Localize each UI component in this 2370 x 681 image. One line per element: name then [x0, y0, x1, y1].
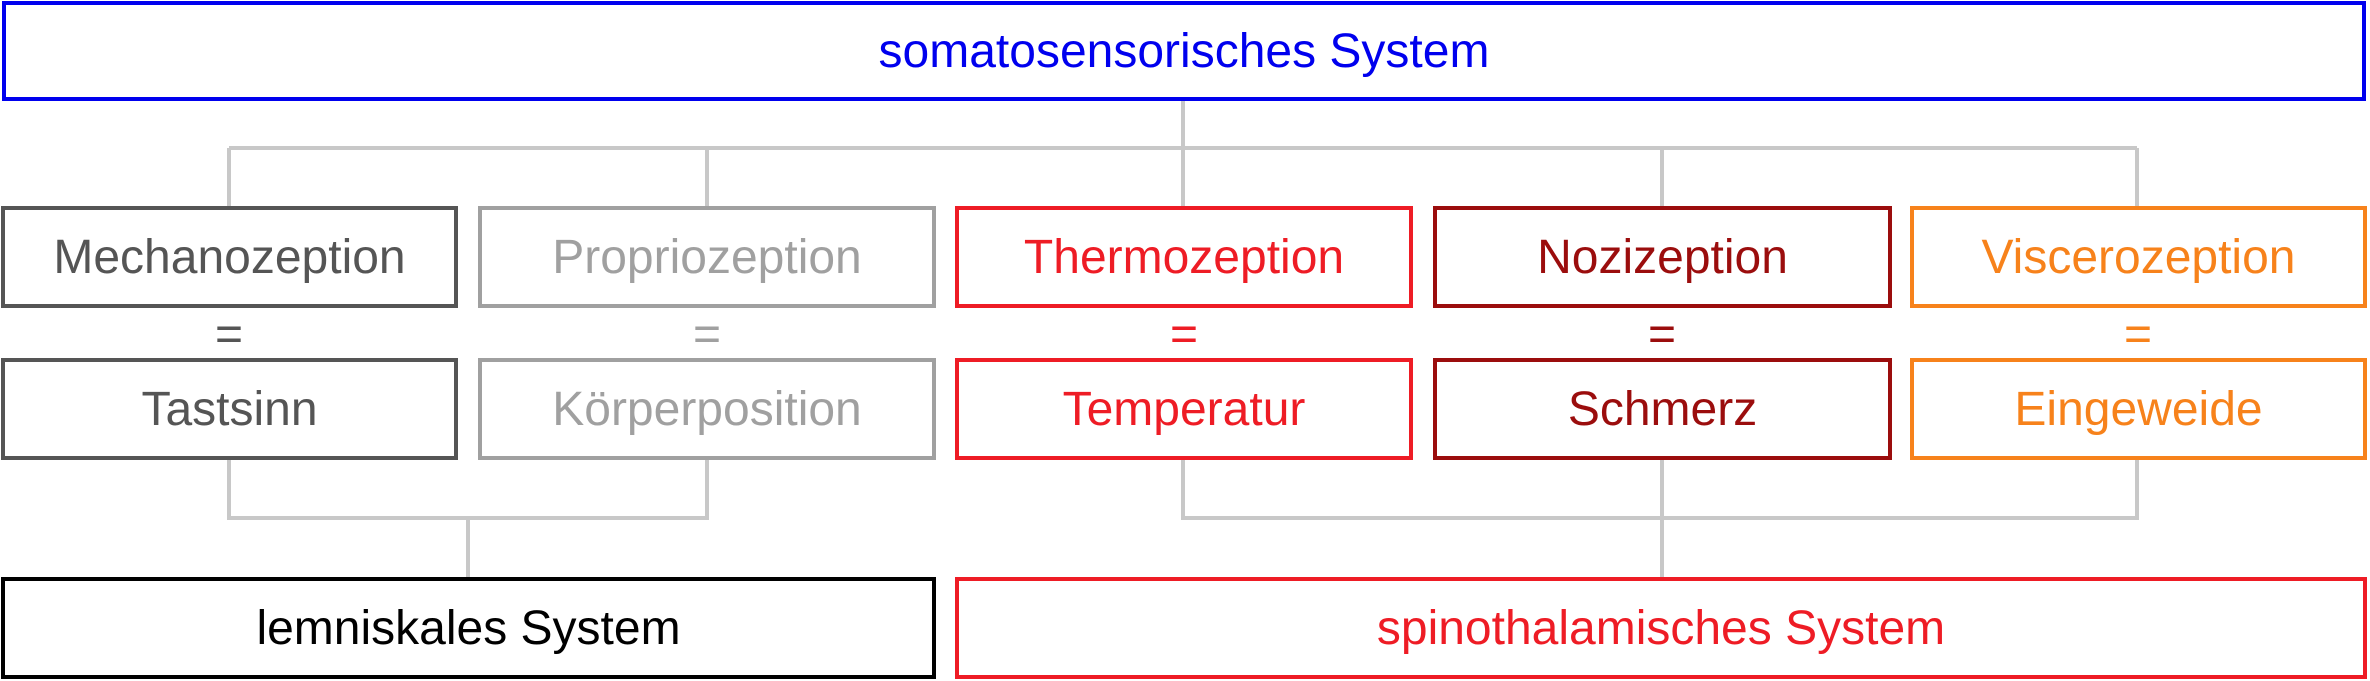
modality-box-thermozeption: Thermozeption	[955, 206, 1413, 308]
top-system-box: somatosensorisches System	[2, 1, 2366, 101]
meaning-box-temperatur: Temperatur	[955, 358, 1413, 460]
equals-sign: =	[214, 308, 244, 361]
equals-sign: =	[1169, 308, 1199, 361]
equals-sign: =	[2123, 308, 2153, 361]
equals-sign: =	[692, 308, 722, 361]
modality-box-propriozeption: Propriozeption	[478, 206, 936, 308]
pathway-box-spinothalamisch: spinothalamisches System	[955, 577, 2367, 679]
meaning-box-koerperposition: Körperposition	[478, 358, 936, 460]
meaning-box-tastsinn: Tastsinn	[1, 358, 458, 460]
meaning-box-schmerz: Schmerz	[1433, 358, 1892, 460]
equals-sign: =	[1647, 308, 1677, 361]
connector-lemniskal	[227, 459, 709, 520]
pathway-box-lemniskal: lemniskales System	[1, 577, 936, 679]
meaning-box-eingeweide: Eingeweide	[1910, 358, 2367, 460]
modality-box-viscerozeption: Viscerozeption	[1910, 206, 2367, 308]
modality-box-nozizeption: Nozizeption	[1433, 206, 1892, 308]
modality-box-mechanozeption: Mechanozeption	[1, 206, 458, 308]
